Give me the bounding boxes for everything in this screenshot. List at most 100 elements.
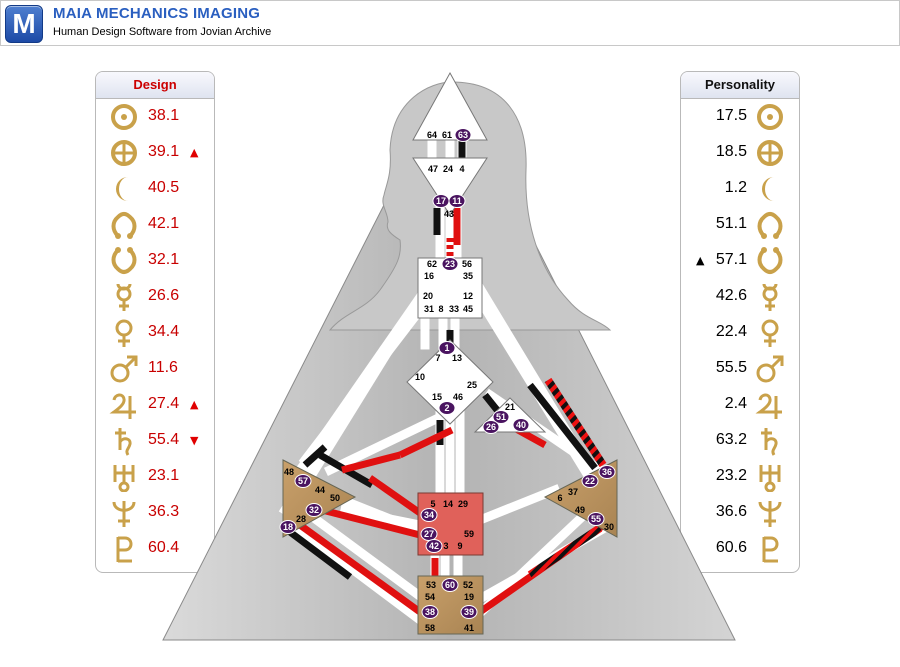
design-mark-icon: ▲ bbox=[190, 398, 199, 411]
design-mark-icon: ▲ bbox=[190, 146, 199, 159]
g-center bbox=[406, 339, 494, 425]
gate-2-label: 2 bbox=[444, 403, 449, 413]
personality-row-earth: 18.5 bbox=[681, 135, 799, 171]
gate-40-marker bbox=[512, 418, 530, 432]
gate-50-label: 50 bbox=[330, 493, 340, 503]
gate-45-label: 45 bbox=[463, 304, 473, 314]
gate-4-label: 4 bbox=[459, 164, 464, 174]
gate-14-label: 14 bbox=[443, 499, 453, 509]
gate-3-label: 3 bbox=[443, 541, 448, 551]
head-center bbox=[412, 71, 488, 141]
gate-51-label: 51 bbox=[496, 412, 506, 422]
north-node-icon bbox=[111, 212, 137, 239]
design-row-jupiter: 27.4 ▲ bbox=[96, 387, 214, 423]
gate-36-marker bbox=[598, 465, 616, 479]
gate-19-label: 19 bbox=[464, 592, 474, 602]
personality-value: 60.6 bbox=[715, 539, 747, 556]
gate-12-label: 12 bbox=[463, 291, 473, 301]
gate-38-marker bbox=[421, 605, 439, 619]
sun-icon bbox=[111, 104, 137, 130]
design-row-sun: 38.1 bbox=[96, 99, 214, 135]
design-value: 38.1 bbox=[148, 107, 180, 124]
personality-rows: 17.5 18.5 1.2 51.1 57.1 ▲ 42.6 22.4 55.5 2.4 63.2 2… bbox=[681, 99, 799, 567]
personality-mark-icon: ▲ bbox=[696, 254, 705, 267]
gate-54-label: 54 bbox=[425, 592, 435, 602]
design-value: 39.1 bbox=[148, 143, 180, 160]
gate-31-label: 31 bbox=[424, 304, 434, 314]
design-value: 60.4 bbox=[148, 539, 180, 556]
design-value: 42.1 bbox=[148, 215, 180, 232]
app-logo: M bbox=[5, 5, 43, 43]
gate-57-marker bbox=[294, 474, 312, 488]
gate-41-label: 41 bbox=[464, 623, 474, 633]
personality-value: 23.2 bbox=[715, 467, 747, 484]
gate-9-label: 9 bbox=[457, 541, 462, 551]
saturn-icon bbox=[761, 428, 778, 456]
mercury-icon bbox=[762, 283, 778, 311]
app-header: M MAIA MECHANICS IMAGING Human Design So… bbox=[0, 0, 900, 46]
active-channels bbox=[287, 140, 607, 615]
gate-62-label: 62 bbox=[427, 259, 437, 269]
gate-2-marker bbox=[438, 401, 456, 415]
north-node-icon bbox=[757, 212, 783, 239]
gate-8-label: 8 bbox=[438, 304, 443, 314]
design-row-uranus: 23.1 bbox=[96, 459, 214, 495]
design-row-pluto: 60.4 bbox=[96, 531, 214, 567]
gate-59-label: 59 bbox=[464, 529, 474, 539]
design-row-south-node: 32.1 bbox=[96, 243, 214, 279]
personality-value: 2.4 bbox=[724, 395, 747, 412]
uranus-icon bbox=[113, 465, 135, 492]
gate-16-label: 16 bbox=[424, 271, 434, 281]
gate-42-label: 42 bbox=[429, 541, 439, 551]
gate-15-label: 15 bbox=[432, 392, 442, 402]
personality-row-mars: 55.5 bbox=[681, 351, 799, 387]
personality-value: 36.6 bbox=[715, 503, 747, 520]
personality-value: 63.2 bbox=[715, 431, 747, 448]
personality-value: 42.6 bbox=[715, 287, 747, 304]
design-value: 55.4 bbox=[148, 431, 180, 448]
personality-row-pluto: 60.6 bbox=[681, 531, 799, 567]
gate-34-label: 34 bbox=[424, 510, 434, 520]
gate-63-marker bbox=[454, 128, 472, 142]
gate-18-label: 18 bbox=[283, 522, 293, 532]
gate-51-marker bbox=[492, 410, 510, 424]
personality-row-sun: 17.5 bbox=[681, 99, 799, 135]
design-value: 40.5 bbox=[148, 179, 180, 196]
design-row-earth: 39.1 ▲ bbox=[96, 135, 214, 171]
design-row-saturn: 55.4 ▼ bbox=[96, 423, 214, 459]
gate-6-label: 6 bbox=[557, 493, 562, 503]
ajna-center bbox=[412, 157, 488, 216]
head-silhouette bbox=[328, 81, 612, 331]
personality-row-north-node: 51.1 bbox=[681, 207, 799, 243]
gate-11-label: 11 bbox=[452, 196, 462, 206]
design-mark-icon: ▼ bbox=[190, 434, 199, 447]
personality-value: 18.5 bbox=[715, 143, 747, 160]
saturn-icon bbox=[115, 428, 132, 456]
venus-icon bbox=[115, 319, 133, 347]
mercury-icon bbox=[116, 283, 132, 311]
neptune-icon bbox=[758, 501, 782, 527]
gate-57-label: 57 bbox=[298, 476, 308, 486]
gate-5-label: 5 bbox=[430, 499, 435, 509]
gate-43-label: 43 bbox=[444, 209, 454, 219]
gate-30-label: 30 bbox=[604, 522, 614, 532]
gate-29-label: 29 bbox=[458, 499, 468, 509]
gate-26-label: 26 bbox=[486, 422, 496, 432]
earth-icon bbox=[757, 140, 783, 166]
personality-value: 57.1 bbox=[715, 251, 747, 268]
gate-38-label: 38 bbox=[425, 607, 435, 617]
personality-value: 55.5 bbox=[715, 359, 747, 376]
gate-32-label: 32 bbox=[309, 505, 319, 515]
gate-33-label: 33 bbox=[449, 304, 459, 314]
design-value: 27.4 bbox=[148, 395, 180, 412]
design-value: 34.4 bbox=[148, 323, 180, 340]
gate-61-label: 61 bbox=[442, 130, 452, 140]
uranus-icon bbox=[759, 465, 781, 492]
personality-row-venus: 22.4 bbox=[681, 315, 799, 351]
personality-row-uranus: 23.2 bbox=[681, 459, 799, 495]
gate-21-label: 21 bbox=[505, 402, 515, 412]
personality-value: 1.2 bbox=[724, 179, 747, 196]
app-subtitle: Human Design Software from Jovian Archiv… bbox=[53, 26, 272, 38]
gate-34-marker bbox=[420, 508, 438, 522]
